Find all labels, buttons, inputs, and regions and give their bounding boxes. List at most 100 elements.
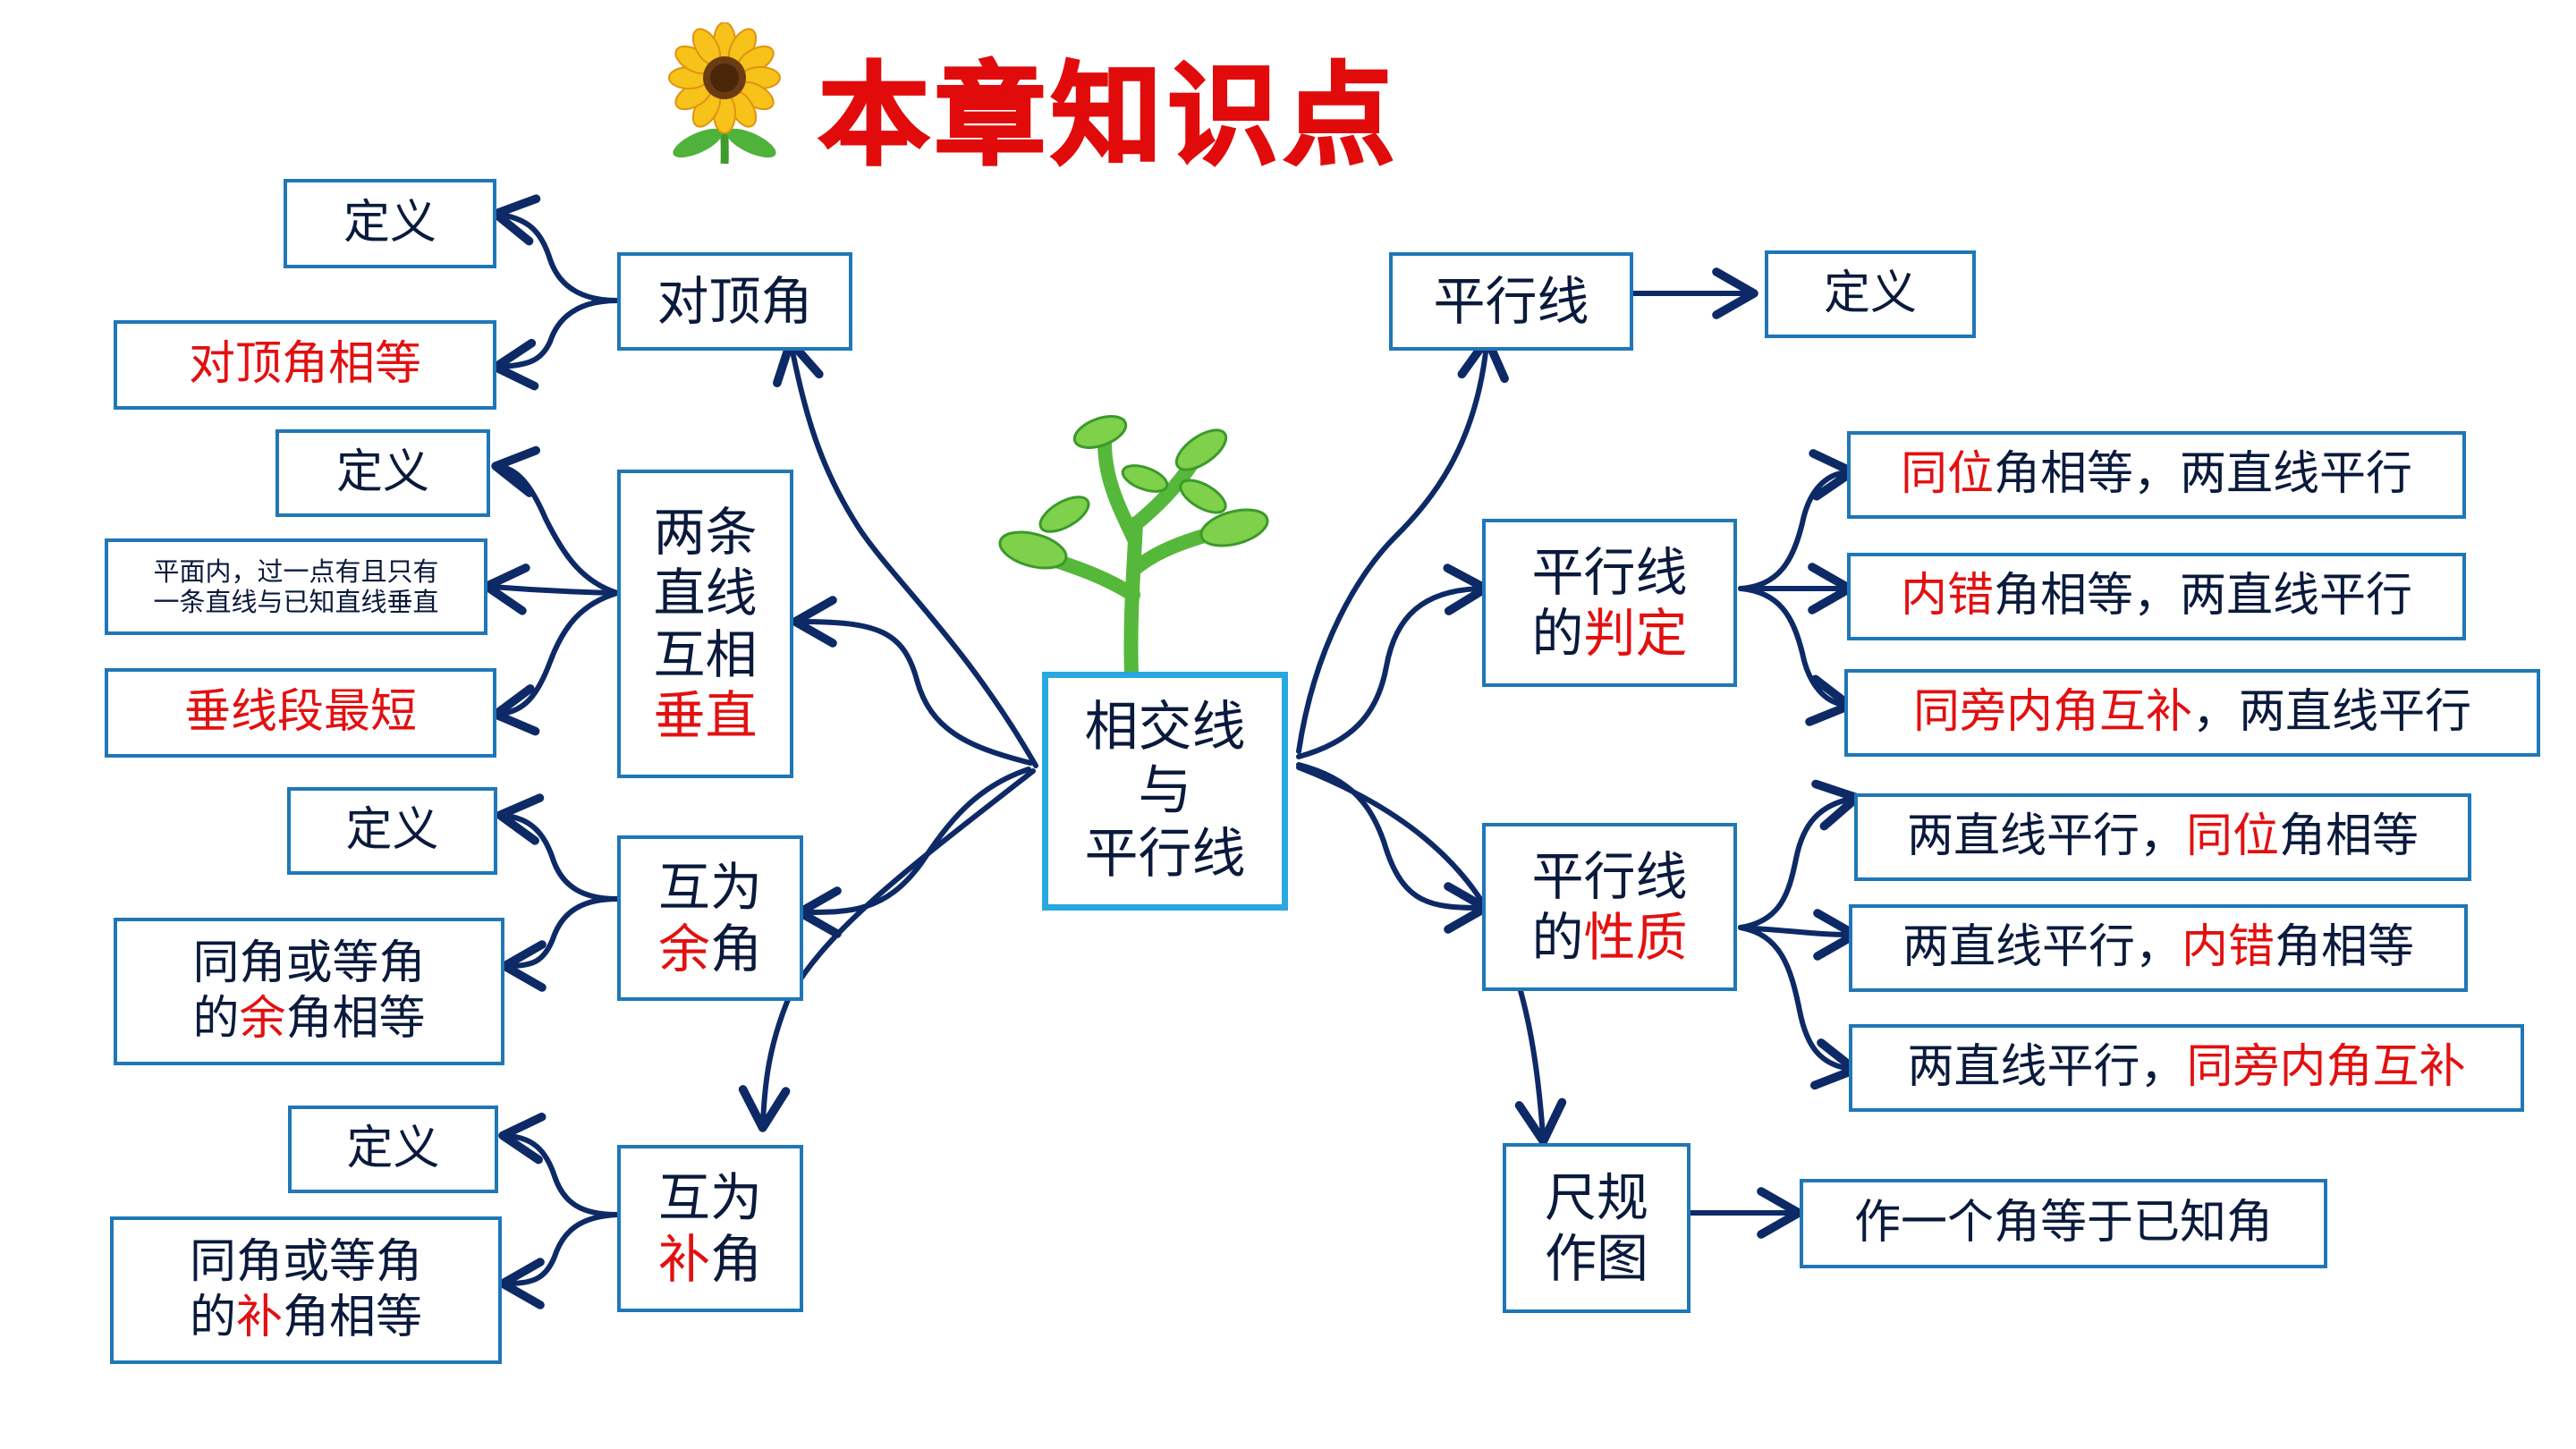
label-line: 定义 — [1824, 267, 1917, 321]
arrow-yujiao-to-theorem — [500, 896, 620, 992]
label-text: 垂线段最短 — [184, 685, 417, 740]
label-segment: 一条直线与已知直线垂直 — [153, 587, 439, 617]
label-segment: 互为 — [657, 857, 762, 919]
highlight-text: 内错 — [1900, 569, 1994, 623]
label-line: 两直线平行，同位角相等 — [1907, 809, 2419, 864]
label-line: 作图 — [1545, 1228, 1648, 1289]
label-line: 平行线 — [1531, 542, 1687, 603]
label-line: 定义 — [336, 445, 429, 500]
label-line: 两直线平行，同旁内角互补 — [1907, 1040, 2465, 1095]
label-segment: 定义 — [1823, 267, 1917, 321]
label-segment: 定义 — [335, 445, 429, 500]
label-segment: 同角或等角 — [189, 1235, 422, 1290]
arrow-center-to-panding — [1296, 564, 1490, 759]
label-segment: 的 — [189, 1290, 236, 1344]
arrow-panding-to-3 — [1738, 586, 1854, 726]
label-line: 同角或等角 — [190, 1235, 422, 1290]
chigui-construction: 作一个角等于已知角 — [1800, 1179, 2327, 1268]
arrow-xingzhi-to-3 — [1738, 925, 1860, 1090]
label-text: 两直线平行，内错角相等 — [1902, 920, 2414, 975]
arrow-chuizhi-to-uniqueness — [482, 564, 620, 615]
label-line: 一条直线与已知直线垂直 — [153, 587, 438, 617]
duidingjiao-theorem: 对顶角相等 — [114, 320, 496, 410]
chuizhi-shortest: 垂线段最短 — [105, 668, 496, 758]
label-segment: 平行线 — [1531, 541, 1688, 603]
arrow-center-to-bujiao — [738, 768, 1036, 1132]
label-line: 定义 — [345, 803, 438, 858]
arrow-xingzhi-to-2 — [1738, 909, 1860, 961]
highlight-text: 同位 — [1900, 447, 1994, 502]
highlight-text: 同旁内角互补 — [1912, 685, 2192, 740]
highlight-text: 同旁内角互补 — [2186, 1040, 2466, 1095]
sunflower-icon — [668, 22, 781, 165]
arrow-yujiao-to-def — [496, 793, 620, 902]
center-line-3: 平行线 — [1084, 822, 1246, 886]
label-line: 对顶角相等 — [189, 337, 421, 392]
label-line: 两条 — [653, 502, 757, 563]
label-segment: 互相 — [653, 623, 758, 685]
label-text: 同旁内角互补，两直线平行 — [1913, 685, 2471, 740]
label-segment: 两直线平行， — [1902, 920, 2182, 975]
label-line: 的判定 — [1531, 603, 1687, 664]
highlight-text: 余 — [239, 991, 286, 1046]
label-line: 垂线段最短 — [184, 685, 417, 740]
plant-sprout-icon — [998, 415, 1269, 675]
highlight-text: 补 — [235, 1290, 283, 1344]
label-line: 的性质 — [1531, 907, 1687, 968]
arrow-bujiao-to-def — [498, 1112, 620, 1217]
label-text: 两直线平行，同位角相等 — [1907, 809, 2419, 864]
label-line: 同位角相等，两直线平行 — [1901, 447, 2412, 502]
label-segment: 角相等，两直线平行 — [1994, 447, 2413, 502]
pingxingxian-definition: 定义 — [1765, 250, 1976, 338]
label-segment: 角相等 — [2275, 920, 2415, 975]
label-line: 平行线 — [1531, 846, 1687, 907]
chuizhi-definition: 定义 — [275, 429, 490, 517]
label-segment: 角 — [710, 1228, 763, 1290]
label-text: 定义 — [345, 803, 438, 858]
xingzhi-interior: 两直线平行，同旁内角互补 — [1849, 1024, 2524, 1112]
branch-bujiao: 互为补角 — [617, 1145, 803, 1312]
label-segment: 角相等 — [2279, 809, 2419, 864]
label-line: 互为 — [658, 857, 762, 918]
branch-panding: 平行线的判定 — [1482, 519, 1737, 687]
label-segment: 直线 — [653, 563, 758, 624]
label-line: 两直线平行，内错角相等 — [1902, 920, 2414, 975]
label-segment: 平行线 — [1433, 270, 1589, 332]
label-segment: 的 — [192, 991, 240, 1046]
label-segment: 两条 — [653, 501, 758, 563]
label-segment: 的 — [1531, 603, 1584, 664]
label-text: 定义 — [346, 1122, 439, 1176]
label-line: 定义 — [346, 1122, 439, 1176]
chuizhi-uniqueness: 平面内，过一点有且只有一条直线与已知直线垂直 — [105, 538, 487, 635]
highlight-text: 余 — [657, 918, 710, 979]
highlight-text: 性质 — [1583, 907, 1688, 968]
xingzhi-alternate: 两直线平行，内错角相等 — [1849, 904, 2468, 992]
label-segment: 定义 — [343, 196, 436, 250]
label-text: 对顶角相等 — [189, 337, 421, 392]
label-segment: 平行线 — [1531, 845, 1688, 907]
bujiao-definition: 定义 — [288, 1106, 498, 1193]
label-text: 同角或等角的余角相等 — [192, 936, 425, 1046]
panding-alternate: 内错角相等，两直线平行 — [1847, 553, 2466, 640]
label-text: 两直线平行，同旁内角互补 — [1907, 1040, 2465, 1095]
label-text: 作一个角等于已知角 — [1854, 1196, 2273, 1250]
branch-xingzhi: 平行线的性质 — [1482, 823, 1737, 991]
label-line: 余角 — [658, 919, 762, 979]
page-title: 本章知识点 — [817, 50, 1401, 182]
label-segment: 互为 — [657, 1167, 762, 1229]
xingzhi-corresponding: 两直线平行，同位角相等 — [1854, 793, 2471, 881]
label-text: 定义 — [1824, 267, 1917, 321]
label-text: 尺规作图 — [1545, 1167, 1648, 1290]
panding-interior: 同旁内角互补，两直线平行 — [1844, 669, 2540, 757]
arrow-panding-to-1 — [1738, 449, 1857, 591]
arrow-center-to-chuizhi — [791, 596, 1033, 766]
arrow-chuizhi-to-shortest — [491, 590, 620, 736]
label-text: 两条直线互相垂直 — [653, 502, 757, 747]
arrow-chuizhi-to-def — [491, 445, 620, 596]
label-text: 平面内，过一点有且只有一条直线与已知直线垂直 — [153, 556, 438, 617]
arrow-center-to-xingzhi — [1296, 762, 1490, 934]
center-line-1: 相交线 — [1084, 696, 1246, 759]
yujiao-theorem: 同角或等角的余角相等 — [114, 918, 504, 1065]
